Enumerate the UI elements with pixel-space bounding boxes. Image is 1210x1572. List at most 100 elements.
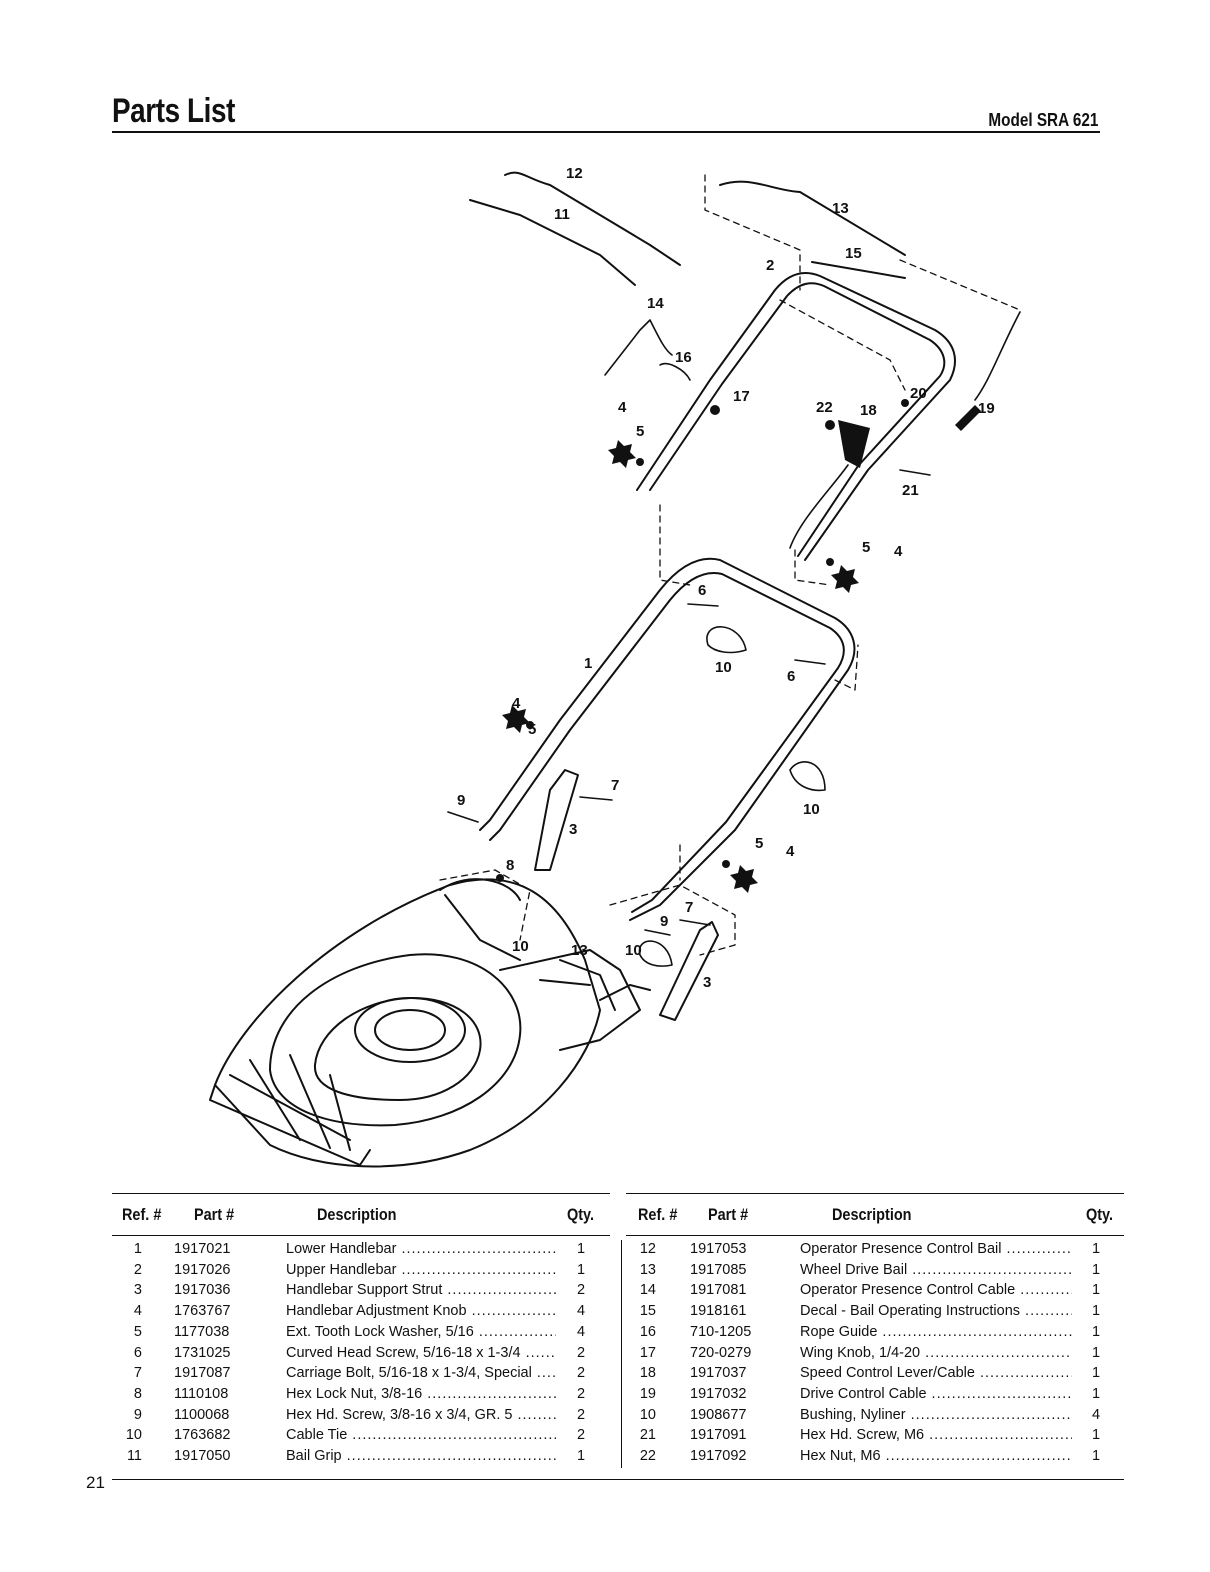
part-cell: 1100068 <box>174 1406 230 1423</box>
ref-cell: 13 <box>639 1261 656 1278</box>
part-cell: 1731025 <box>174 1344 231 1361</box>
ref-cell: 16 <box>639 1323 656 1340</box>
support-struts <box>534 769 719 1021</box>
part-cell: 1763767 <box>174 1303 231 1320</box>
qty-cell: 1 <box>576 1241 586 1257</box>
model-label: Model SRA 621 <box>988 110 1098 130</box>
callout-4c: 4 <box>512 695 521 712</box>
description-cell: Upper Handlebar ........................… <box>286 1262 556 1278</box>
description-text: Upper Handlebar <box>286 1261 397 1278</box>
callouts: 12 11 13 15 2 14 16 17 20 19 22 18 4 5 2… <box>457 165 995 991</box>
description-cell: Handlebar Support Strut ................… <box>286 1282 556 1298</box>
callout-2: 2 <box>766 257 774 274</box>
ref-cell: 10 <box>125 1427 142 1444</box>
table-rule <box>626 1193 1124 1194</box>
description-cell: Drive Control Cable ....................… <box>800 1386 1072 1402</box>
description-cell: Wing Knob, 1/4-20 ......................… <box>800 1345 1072 1361</box>
description-cell: Hex Hd. Screw, M6 ......................… <box>800 1427 1072 1443</box>
qty-cell: 2 <box>576 1344 586 1361</box>
ref-cell: 6 <box>133 1344 142 1361</box>
qty-cell: 1 <box>1091 1282 1101 1299</box>
callout-10b: 10 <box>803 801 820 818</box>
leader-dots: ........................................… <box>979 1365 1072 1382</box>
description-text: Drive Control Cable <box>800 1385 927 1402</box>
table-rule <box>626 1235 1124 1236</box>
part-cell: 1110108 <box>174 1385 229 1402</box>
leader-dots: ........................................… <box>912 1261 1072 1278</box>
description-text: Bail Grip <box>286 1448 342 1464</box>
part-cell: 720-0279 <box>690 1344 752 1361</box>
description-text: Bushing, Nyliner <box>800 1406 906 1423</box>
callout-20: 20 <box>910 385 927 402</box>
callout-15: 15 <box>845 245 862 262</box>
leader-dots: ........................................… <box>929 1427 1072 1444</box>
qty-cell: 4 <box>576 1303 586 1320</box>
lower-handlebar <box>479 557 856 921</box>
callout-4d: 4 <box>786 843 795 860</box>
callout-17: 17 <box>733 388 750 405</box>
ref-cell: 22 <box>639 1448 656 1464</box>
callout-21: 21 <box>902 482 919 499</box>
description-cell: Bushing, Nyliner .......................… <box>800 1407 1072 1423</box>
description-text: Handlebar Adjustment Knob <box>286 1303 467 1320</box>
callout-8: 8 <box>506 857 514 874</box>
qty-cell: 2 <box>576 1427 586 1444</box>
col-qty: Qty. <box>567 1205 595 1224</box>
page-number: 21 <box>86 1473 105 1492</box>
callout-7b: 7 <box>685 899 693 916</box>
part-cell: 1917091 <box>690 1427 747 1444</box>
description-cell: Operator Presence Control Cable ........… <box>800 1282 1072 1298</box>
ref-cell: 21 <box>639 1427 656 1444</box>
leader-dots: ........................................… <box>478 1323 556 1340</box>
leader-dots: ........................................… <box>401 1261 556 1278</box>
description-cell: Lower Handlebar ........................… <box>286 1241 556 1257</box>
qty-cell: 1 <box>576 1261 586 1278</box>
part-cell: 1917037 <box>690 1365 747 1382</box>
ref-cell: 14 <box>639 1282 656 1299</box>
bails <box>469 171 906 286</box>
qty-cell: 1 <box>1091 1241 1101 1257</box>
callout-14: 14 <box>647 295 664 312</box>
ref-cell: 18 <box>639 1365 656 1382</box>
leader-dots: ........................................… <box>427 1385 556 1402</box>
hardware <box>496 399 981 893</box>
part-cell: 1917032 <box>690 1385 747 1402</box>
leader-dots: ........................................… <box>931 1385 1072 1402</box>
description-text: Decal - Bail Operating Instructions <box>800 1303 1021 1320</box>
description-text: Handlebar Support Strut <box>286 1282 443 1299</box>
col-qty: Qty. <box>1086 1205 1114 1224</box>
qty-cell: 1 <box>1091 1344 1101 1361</box>
description-text: Operator Presence Control Cable <box>800 1282 1016 1299</box>
qty-cell: 2 <box>576 1282 586 1299</box>
part-cell: 1917053 <box>690 1241 747 1257</box>
leader-dots: ........................................… <box>346 1448 556 1464</box>
description-text: Hex Lock Nut, 3/8-16 <box>286 1385 423 1402</box>
callout-5a: 5 <box>636 423 644 440</box>
description-text: Cable Tie <box>286 1427 348 1444</box>
part-cell: 1908677 <box>690 1406 747 1423</box>
callout-12: 12 <box>566 165 583 182</box>
callout-10d: 10 <box>625 942 642 959</box>
callout-9a: 9 <box>457 792 465 809</box>
description-text: Rope Guide <box>800 1323 878 1340</box>
ref-cell: 9 <box>133 1406 142 1423</box>
qty-cell: 1 <box>576 1448 586 1464</box>
callout-6a: 6 <box>698 582 706 599</box>
leader-dots: ........................................… <box>352 1427 556 1444</box>
description-text: Ext. Tooth Lock Washer, 5/16 <box>286 1323 474 1340</box>
part-cell: 1177038 <box>174 1323 230 1340</box>
description-cell: Bail Grip ..............................… <box>286 1448 556 1464</box>
part-cell: 1918161 <box>690 1303 747 1320</box>
callout-4a: 4 <box>618 399 627 416</box>
